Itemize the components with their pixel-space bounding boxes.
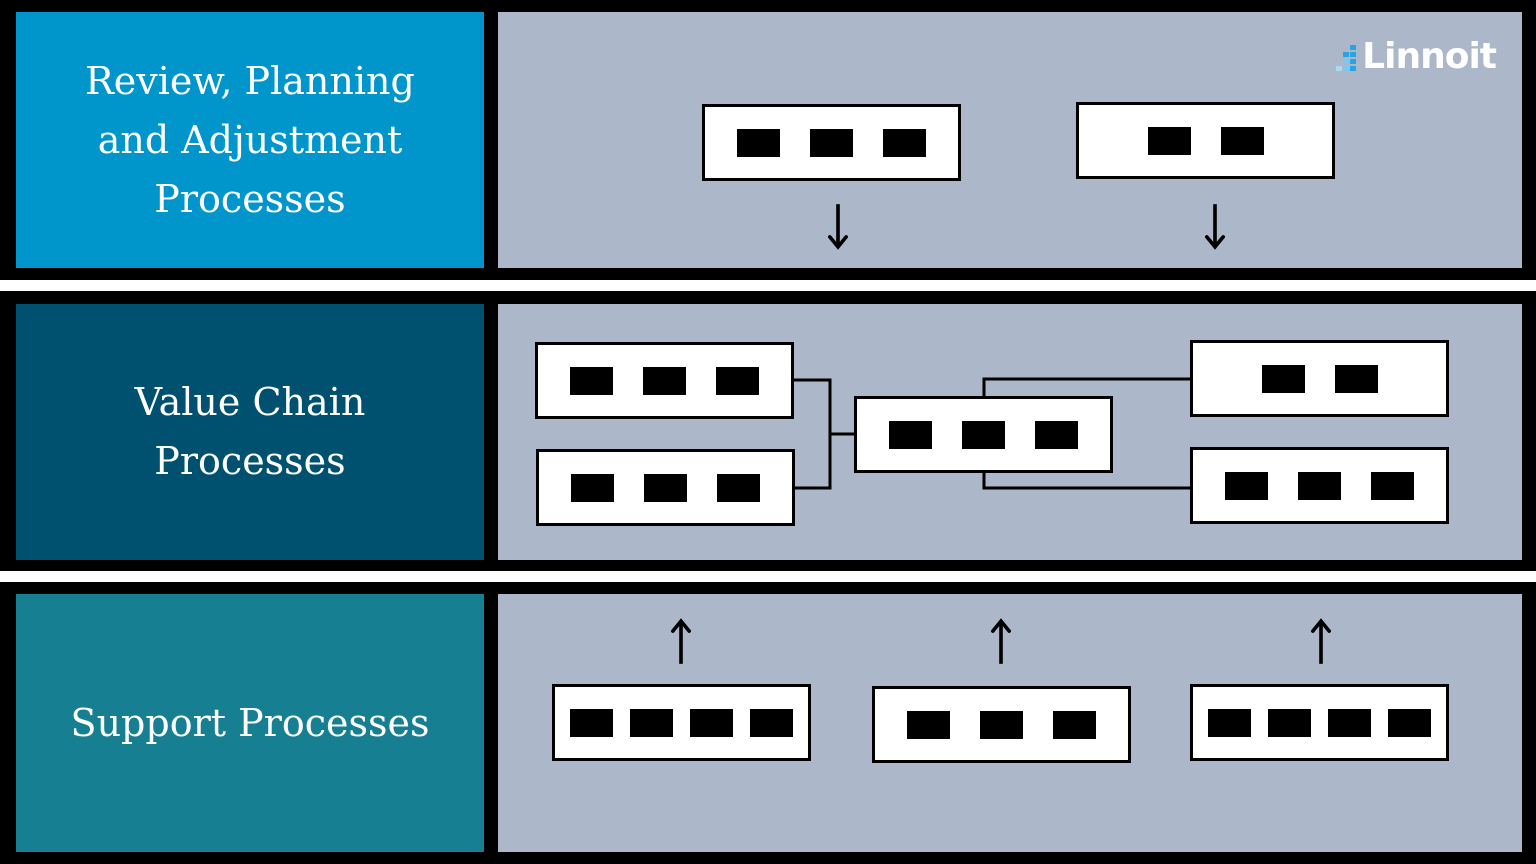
process-box	[536, 449, 795, 526]
row-support-label-panel: Support Processes	[16, 594, 484, 852]
row-review-label-panel: Review, Planning and Adjustment Processe…	[16, 12, 484, 268]
process-block	[1328, 708, 1371, 737]
process-box	[1190, 684, 1449, 761]
process-box	[872, 686, 1131, 763]
process-box	[854, 396, 1113, 473]
process-block	[980, 710, 1023, 739]
arrow-down-icon	[828, 204, 848, 250]
row-support-label: Support Processes	[71, 694, 430, 753]
process-block	[1053, 710, 1096, 739]
process-block	[1371, 471, 1414, 500]
process-block	[1268, 708, 1311, 737]
row-review-label: Review, Planning and Adjustment Processe…	[85, 52, 415, 229]
process-block	[962, 420, 1005, 449]
process-block	[643, 366, 686, 395]
process-block	[644, 473, 687, 502]
process-block	[630, 708, 673, 737]
process-block	[1334, 364, 1378, 393]
process-block	[717, 473, 760, 502]
process-block	[883, 128, 926, 157]
process-box	[552, 684, 811, 761]
label-line: Processes	[154, 439, 346, 483]
label-line: and Adjustment	[97, 117, 403, 162]
label-line: Support Processes	[70, 700, 430, 745]
label-line: Value Chain	[134, 380, 366, 424]
process-block	[1261, 364, 1305, 393]
arrow-up-icon	[1311, 618, 1331, 664]
arrow-up-icon	[671, 618, 691, 664]
process-block	[690, 708, 733, 737]
label-line: Processes	[154, 176, 346, 221]
linnoit-logo: Linnoit	[1336, 36, 1497, 77]
process-block	[1298, 471, 1341, 500]
process-block	[810, 128, 853, 157]
process-block	[889, 420, 932, 449]
process-box	[702, 104, 961, 181]
process-block	[1225, 471, 1268, 500]
row-value-chain-label: Value Chain Processes	[135, 373, 366, 491]
row-review-content: Linnoit	[498, 12, 1522, 268]
process-block	[1147, 126, 1191, 155]
arrow-up-icon	[991, 618, 1011, 664]
process-block	[1035, 420, 1078, 449]
arrow-down-icon	[1205, 204, 1225, 250]
label-line: Review, Planning	[85, 58, 415, 103]
logo-grid-icon	[1336, 44, 1357, 71]
process-block	[750, 708, 793, 737]
process-box	[535, 342, 794, 419]
logo-text: Linnoit	[1362, 36, 1497, 77]
row-value-chain-label-panel: Value Chain Processes	[16, 304, 484, 560]
process-block	[716, 366, 759, 395]
process-block	[570, 708, 613, 737]
process-box	[1190, 340, 1449, 417]
process-block	[1208, 708, 1251, 737]
process-block	[571, 473, 614, 502]
process-box	[1190, 447, 1449, 524]
process-block	[907, 710, 950, 739]
process-block	[1220, 126, 1264, 155]
process-block	[570, 366, 613, 395]
process-block	[737, 128, 780, 157]
process-box	[1076, 102, 1335, 179]
process-block	[1388, 708, 1431, 737]
